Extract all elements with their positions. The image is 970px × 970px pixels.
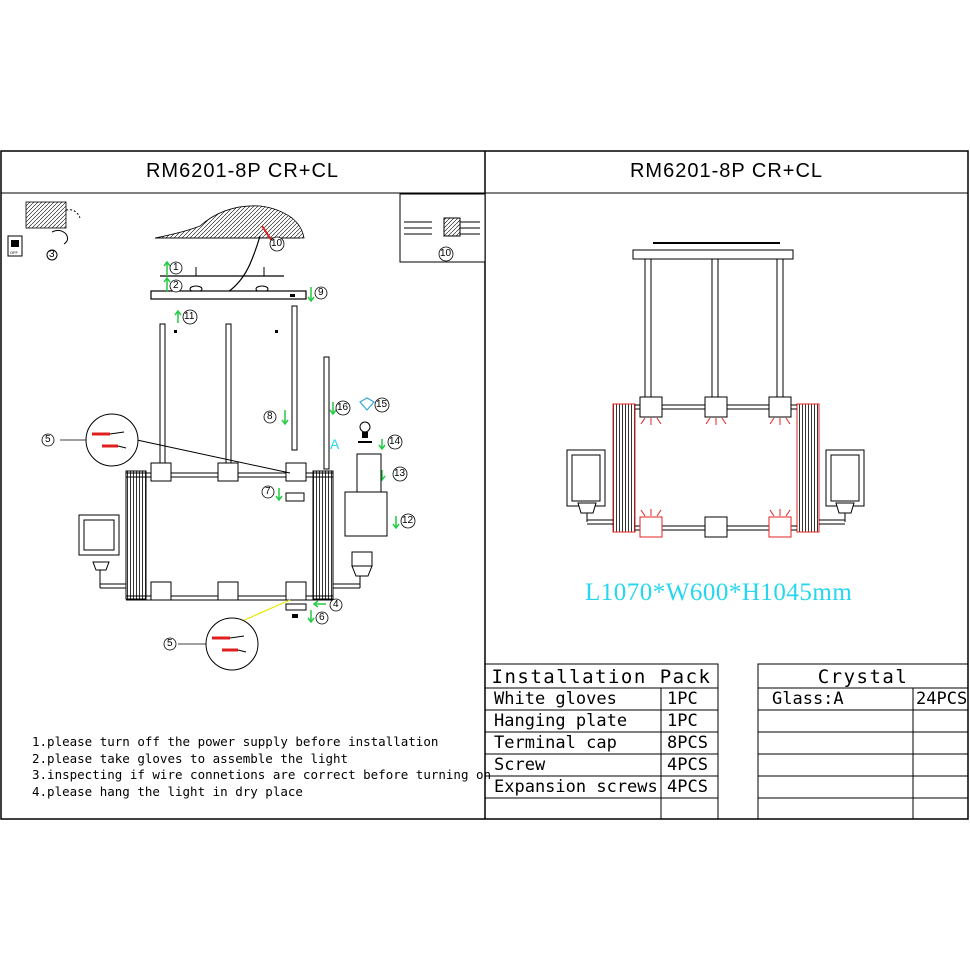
pack-item-5: Expansion screws (494, 777, 658, 797)
pack-qty-4: 4PCS (667, 755, 708, 775)
chandelier-frame-exploded (125, 470, 334, 601)
callout-3: 3 (49, 249, 55, 260)
callout-7: 7 (265, 486, 271, 497)
callout-5-bottom: 5 (167, 638, 173, 649)
switch-off-icon (7, 235, 23, 257)
crystal-item-1: Glass:A (772, 689, 844, 709)
callout-8: 8 (267, 411, 273, 422)
glass-panel-12 (344, 491, 388, 537)
assembled-chandelier (566, 242, 865, 538)
crystal-table (757, 663, 969, 820)
crystal-header: Crystal (817, 666, 909, 688)
box-a-label: A (330, 436, 340, 452)
screw-part (285, 603, 307, 611)
instruction-4: 4.please hang the light in dry place (32, 784, 303, 799)
lamp-holders-left (150, 462, 307, 601)
wire-detail-bottom (205, 617, 259, 671)
glass-panel-13 (356, 453, 382, 495)
pack-qty-2: 1PC (667, 711, 698, 731)
callout-10-left: 10 (271, 238, 283, 249)
installation-pack-header: Installation Pack (491, 666, 712, 688)
diamond-icon (359, 397, 375, 411)
dimensions-label: L1070*W600*H1045mm (585, 579, 853, 606)
off-label: OFF (10, 250, 18, 255)
pack-item-2: Hanging plate (494, 711, 628, 731)
callout-4: 4 (333, 599, 339, 610)
callout-1: 1 (173, 262, 179, 273)
callout-3-circle (46, 249, 58, 261)
green-arrows (163, 260, 400, 624)
callout-9: 9 (318, 287, 324, 298)
callout-12: 12 (402, 515, 414, 526)
pack-qty-1: 1PC (667, 689, 698, 709)
pack-item-1: White gloves (494, 689, 617, 709)
instruction-3: 3.inspecting if wire connetions are corr… (32, 767, 492, 782)
ceiling-icon (154, 205, 305, 239)
callout-14: 14 (389, 436, 401, 447)
callout-11: 11 (184, 311, 195, 322)
pack-qty-3: 8PCS (667, 733, 708, 753)
connector-icon (404, 217, 480, 237)
suspension-rods (159, 305, 330, 470)
pack-qty-5: 4PCS (667, 777, 708, 797)
canopy-plate (150, 290, 307, 300)
callout-13: 13 (394, 468, 406, 479)
side-shade-right (333, 551, 373, 589)
callout-16: 16 (337, 402, 349, 413)
terminal-cap (285, 492, 305, 502)
installation-pack-table (484, 663, 719, 820)
callout-5-top: 5 (45, 434, 51, 445)
callout-2: 2 (173, 280, 179, 291)
side-shade-left (78, 514, 126, 589)
left-title: RM6201-8P CR+CL (145, 160, 340, 182)
right-title: RM6201-8P CR+CL (629, 160, 824, 182)
instruction-2: 2.please take gloves to assemble the lig… (32, 751, 349, 766)
bulb-icon (358, 421, 372, 443)
crystal-qty-1: 24PCS (916, 689, 968, 709)
bulb-rays (640, 417, 791, 517)
wire-detail-top (85, 413, 139, 467)
callout-circles (41, 236, 416, 651)
callout-15: 15 (376, 399, 388, 410)
callout-10-box: 10 (440, 248, 452, 259)
pack-item-3: Terminal cap (494, 733, 617, 753)
instruction-1: 1.please turn off the power supply befor… (32, 734, 439, 749)
gloves-icon (25, 201, 81, 245)
callout-6: 6 (319, 612, 325, 623)
pack-item-4: Screw (494, 755, 546, 775)
